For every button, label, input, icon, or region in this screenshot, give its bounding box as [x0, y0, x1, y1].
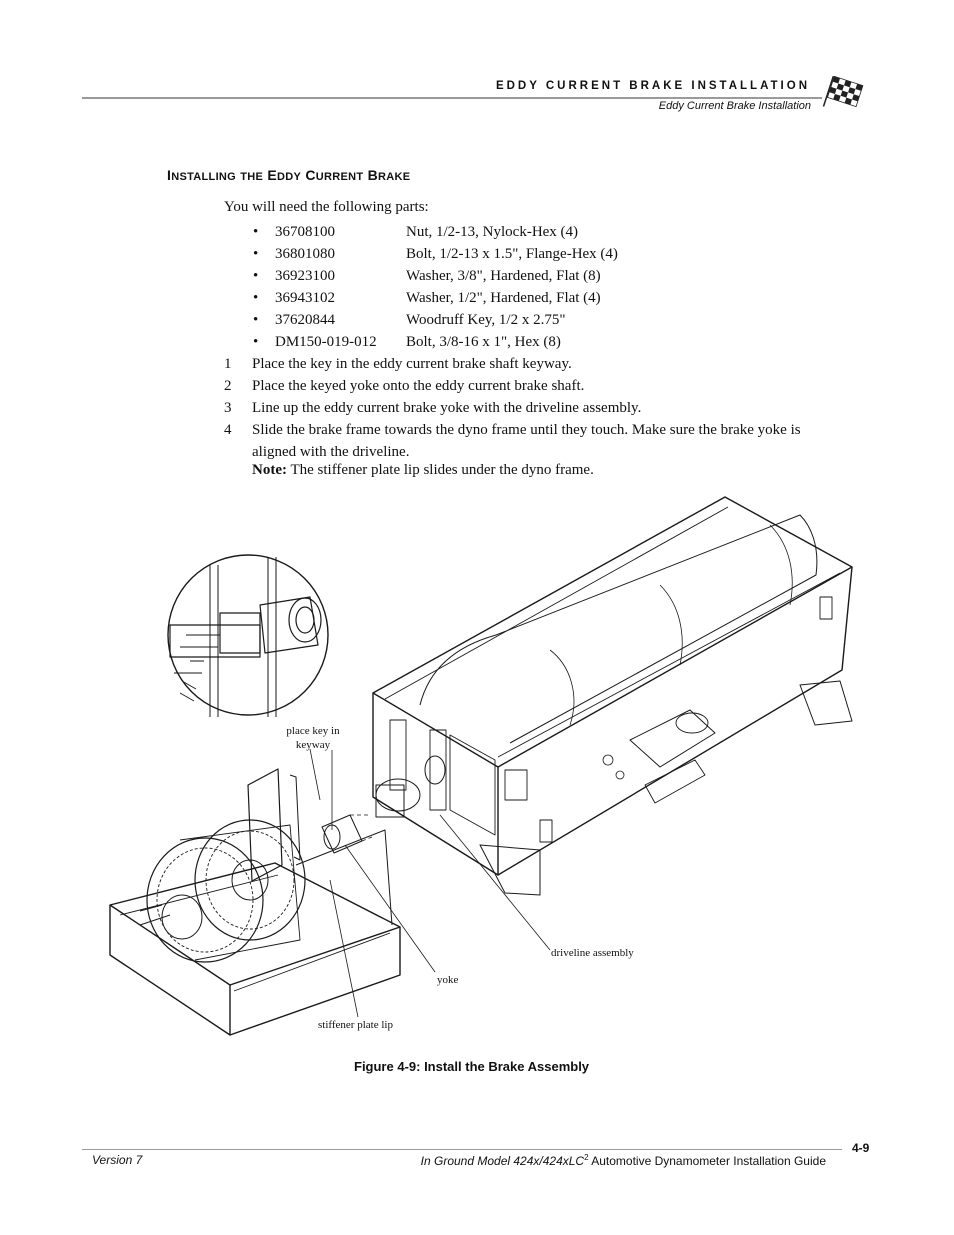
- brake-stand: [109, 768, 401, 1036]
- section-title-w1-first: I: [167, 167, 172, 183]
- figure-caption: Figure 4-9: Install the Brake Assembly: [354, 1059, 590, 1074]
- part-number: 36923100: [275, 268, 335, 284]
- note-text: The stiffener plate lip slides under the…: [286, 462, 594, 478]
- note-label: Note:: [252, 462, 287, 478]
- part-number: 36801080: [275, 246, 335, 262]
- bullet: •: [253, 334, 259, 350]
- step-item: 3 Line up the eddy current brake yoke wit…: [224, 397, 804, 419]
- step-item: 2 Place the keyed yoke onto the eddy curr…: [224, 375, 804, 397]
- footer-rule: [82, 1149, 842, 1150]
- section-title-w4-rest: URRENT: [315, 171, 364, 183]
- page-number: 4-9: [852, 1141, 870, 1155]
- part-description: Washer, 1/2", Hardened, Flat (4): [406, 290, 601, 306]
- list-item: • 36923100 Washer, 3/8", Hardened, Flat (8…: [253, 265, 618, 287]
- part-description: Nut, 1/2-13, Nylock-Hex (4): [406, 224, 579, 240]
- list-item: • 36708100 Nut, 1/2-13, Nylock-Hex (4): [253, 221, 618, 243]
- bullet: •: [253, 268, 259, 284]
- detail-inset: [167, 554, 329, 717]
- step-number: 1: [224, 356, 232, 372]
- section-title-w4-first: C: [305, 167, 316, 183]
- section-title-w5-first: B: [367, 167, 378, 183]
- list-item: • 36943102 Washer, 1/2", Hardened, Flat (4…: [253, 287, 618, 309]
- bullet: •: [253, 312, 259, 328]
- bullet: •: [253, 246, 259, 262]
- list-item: • DM150-019-012 Bolt, 3/8-16 x 1", Hex (8): [253, 331, 618, 353]
- parts-list: • 36708100 Nut, 1/2-13, Nylock-Hex (4) • 36…: [253, 221, 618, 353]
- part-description: Bolt, 1/2-13 x 1.5", Flange-Hex (4): [406, 246, 618, 262]
- section-title-w1-rest: NSTALLING: [171, 171, 237, 183]
- part-number: 36943102: [275, 290, 335, 306]
- brake-assembly-figure: [109, 496, 853, 1036]
- callout-key: place key in keyway: [286, 725, 340, 751]
- guide-title-pre: In Ground Model 424x/424xLC: [420, 1154, 585, 1168]
- guide-title-sup: 2: [584, 1153, 589, 1162]
- section-title-w2: THE: [240, 171, 264, 183]
- step-text: Place the key in the eddy current brake …: [252, 356, 572, 372]
- step-number: 3: [224, 400, 232, 416]
- section-title: INSTALLING THE EDDY CURRENT BRAKE: [167, 167, 410, 183]
- part-number: 36708100: [275, 224, 335, 240]
- intro-text: You will need the following parts:: [224, 199, 429, 215]
- part-number: DM150-019-012: [275, 334, 377, 350]
- step-number: 4: [224, 422, 232, 438]
- step-text: Line up the eddy current brake yoke with…: [252, 400, 642, 416]
- section-header: Eddy Current Brake Installation: [658, 100, 811, 112]
- chapter-header: EDDY CURRENT BRAKE INSTALLATION: [495, 80, 810, 92]
- step-item: 1 Place the key in the eddy current brake…: [224, 353, 804, 375]
- step-text: Place the keyed yoke onto the eddy curre…: [252, 378, 585, 394]
- guide-title: In Ground Model 424x/424xLC2 Automotive …: [421, 1153, 826, 1168]
- step-number: 2: [224, 378, 232, 394]
- callout-yoke: yoke: [437, 974, 459, 986]
- steps-list: 1 Place the key in the eddy current brake…: [224, 353, 804, 463]
- header-rule: [82, 97, 822, 99]
- part-number: 37620844: [275, 312, 335, 328]
- step-item: 4 Slide the brake frame towards the dyno …: [224, 419, 804, 463]
- list-item: • 37620844 Woodruff Key, 1/2 x 2.75": [253, 309, 618, 331]
- callout-stiffener-lip: stiffener plate lip: [318, 1019, 393, 1031]
- callout-driveline: driveline assembly: [551, 947, 634, 959]
- bullet: •: [253, 290, 259, 306]
- list-item: • 36801080 Bolt, 1/2-13 x 1.5", Flange-Hex…: [253, 243, 618, 265]
- checkered-flag-icon: [822, 76, 864, 108]
- part-description: Woodruff Key, 1/2 x 2.75": [406, 312, 566, 328]
- note: Note: The stiffener plate lip slides und…: [252, 459, 594, 481]
- section-title-w3-first: E: [267, 167, 277, 183]
- section-title-w5-rest: RAKE: [378, 171, 411, 183]
- bullet: •: [253, 224, 259, 240]
- section-title-w3-rest: DDY: [276, 171, 302, 183]
- dyno-frame: [372, 496, 853, 896]
- part-description: Bolt, 3/8-16 x 1", Hex (8): [406, 334, 561, 350]
- guide-title-post: Automotive Dynamometer Installation Guid…: [588, 1154, 826, 1168]
- version-label: Version 7: [92, 1153, 143, 1167]
- part-description: Washer, 3/8", Hardened, Flat (8): [406, 268, 601, 284]
- step-text: Slide the brake frame towards the dyno f…: [252, 422, 801, 460]
